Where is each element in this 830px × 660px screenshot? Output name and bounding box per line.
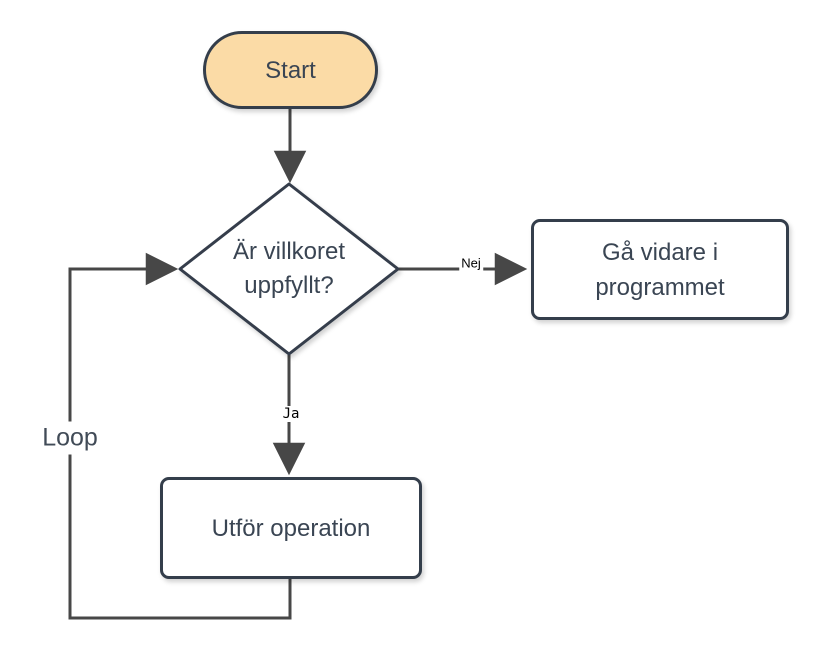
- edge-label-loop: Loop: [37, 421, 103, 455]
- node-start: Start: [203, 31, 378, 109]
- edge-loop-back: [68, 252, 292, 620]
- decision-diamond-shape: [178, 182, 400, 356]
- node-continue: Gå vidare i programmet: [531, 219, 789, 320]
- node-operation-label: Utför operation: [211, 514, 371, 542]
- node-operation: Utför operation: [160, 477, 422, 579]
- edge-label-nej: Nej: [459, 255, 483, 271]
- edge-label-ja: Ja: [280, 406, 302, 422]
- node-continue-label: Gå vidare i programmet: [595, 238, 725, 301]
- node-start-label: Start: [265, 56, 316, 84]
- node-decision: Är villkoret uppfyllt?: [180, 186, 398, 352]
- node-decision-label: Är villkoret uppfyllt?: [232, 238, 346, 299]
